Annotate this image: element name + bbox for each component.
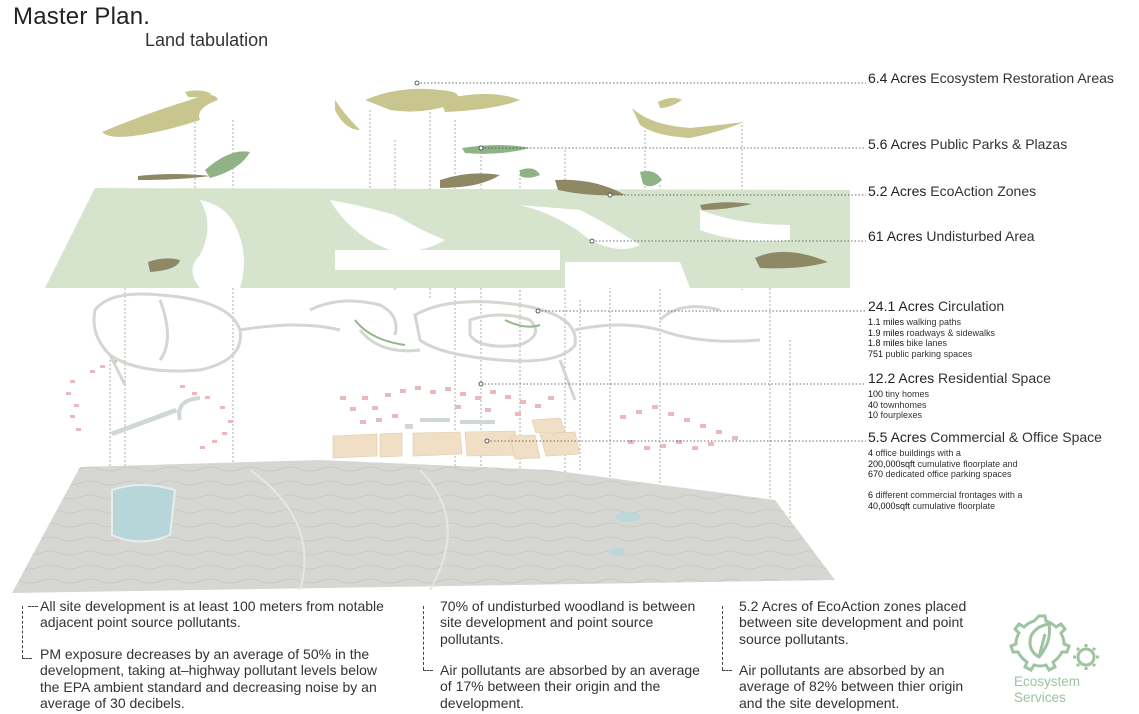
legend-residential: 12.2 Acres Residential Space — [868, 370, 1051, 386]
restoration-layer — [102, 88, 744, 138]
detail-line: 6 different commercial frontages with a — [868, 490, 1023, 501]
bracket-col2 — [423, 606, 424, 670]
building-layer — [66, 360, 738, 460]
parks-layer — [205, 145, 662, 187]
bracket-arrow — [423, 670, 433, 671]
legend-restoration: 6.4 Acres Ecosystem Restoration Areas — [868, 70, 1114, 86]
legend-acres: 24.1 Acres — [868, 298, 935, 314]
bracket-arrow — [22, 658, 32, 659]
leader-lines — [417, 82, 866, 442]
legend-commercial: 5.5 Acres Commercial & Office Space — [868, 429, 1102, 445]
ecosystem-services-label: Ecosystem Services — [1014, 674, 1081, 705]
undisturbed-layer — [45, 188, 850, 288]
note-col1-a: All site development is at least 100 met… — [40, 598, 384, 631]
detail-line: 200,000sqft cumulative floorplate and — [868, 458, 1018, 469]
note-col2-a: 70% of undisturbed woodland is between s… — [440, 598, 696, 647]
detail-line: 670 dedicated office parking spaces — [868, 469, 1012, 480]
page-subtitle: Land tabulation — [145, 30, 269, 50]
legend-label: Ecosystem Restoration Areas — [930, 70, 1114, 86]
legend-label: Commercial & Office Space — [930, 429, 1102, 445]
leader-dots — [414, 80, 613, 444]
detail-line: 40 townhomes — [868, 399, 927, 410]
note-col3-b: Air pollutants are absorbed by an averag… — [739, 662, 964, 711]
ecoaction-layer — [138, 173, 828, 272]
legend-label: Residential Space — [938, 370, 1051, 386]
detail-line: 4 office buildings with a — [868, 448, 961, 458]
note-col3-a: 5.2 Acres of EcoAction zones placed betw… — [739, 598, 967, 647]
detail-line: 1.1 miles walking paths — [868, 317, 962, 327]
topography-layer — [12, 460, 835, 593]
legend-circulation: 24.1 Acres Circulation — [868, 298, 1004, 314]
legend-label: EcoAction Zones — [930, 183, 1037, 199]
detail-line: 10 fourplexes — [868, 410, 923, 421]
legend-undisturbed: 61 Acres Undisturbed Area — [868, 228, 1035, 244]
detail-line: 1.9 miles roadways & sidewalks — [868, 327, 996, 338]
bracket-arrow — [722, 670, 732, 671]
commercial-details: 4 office buildings with a 200,000sqft cu… — [868, 448, 1022, 512]
detail-line: 751 public parking spaces — [868, 348, 973, 359]
circulation-details: 1.1 miles walking paths 1.9 miles roadwa… — [868, 317, 995, 359]
circulation-accents — [354, 319, 541, 346]
legend-ecoaction: 5.2 Acres EcoAction Zones — [868, 183, 1036, 199]
residential-details: 100 tiny homes 40 townhomes 10 fourplexe… — [868, 389, 929, 421]
bracket-col3 — [722, 606, 723, 670]
legend-label: Circulation — [938, 298, 1005, 314]
page-title: Master Plan. — [13, 3, 151, 30]
legend-acres: 5.6 Acres — [868, 136, 927, 152]
note-col1-b: PM exposure decreases by an average of 5… — [40, 646, 377, 711]
legend-parks: 5.6 Acres Public Parks & Plazas — [868, 136, 1067, 152]
legend-label: Undisturbed Area — [926, 228, 1035, 244]
circulation-layer — [92, 292, 761, 401]
note-col2-b: Air pollutants are absorbed by an averag… — [440, 662, 700, 711]
legend-label: Public Parks & Plazas — [930, 136, 1068, 152]
legend-acres: 5.5 Acres — [868, 429, 927, 445]
detail-line: 40,000sqft cumulative floorplate — [868, 500, 996, 511]
legend-acres: 12.2 Acres — [868, 370, 935, 386]
detail-line: 100 tiny homes — [868, 389, 930, 399]
leaf-gear-icon — [1009, 614, 1099, 672]
legend-acres: 5.2 Acres — [868, 183, 927, 199]
detail-line — [868, 480, 1022, 491]
detail-line: 1.8 miles bike lanes — [868, 338, 948, 349]
legend-acres: 6.4 Acres — [868, 70, 927, 86]
bracket-arrow — [28, 606, 38, 607]
legend-acres: 61 Acres — [868, 228, 923, 244]
bracket-col1 — [22, 606, 23, 658]
